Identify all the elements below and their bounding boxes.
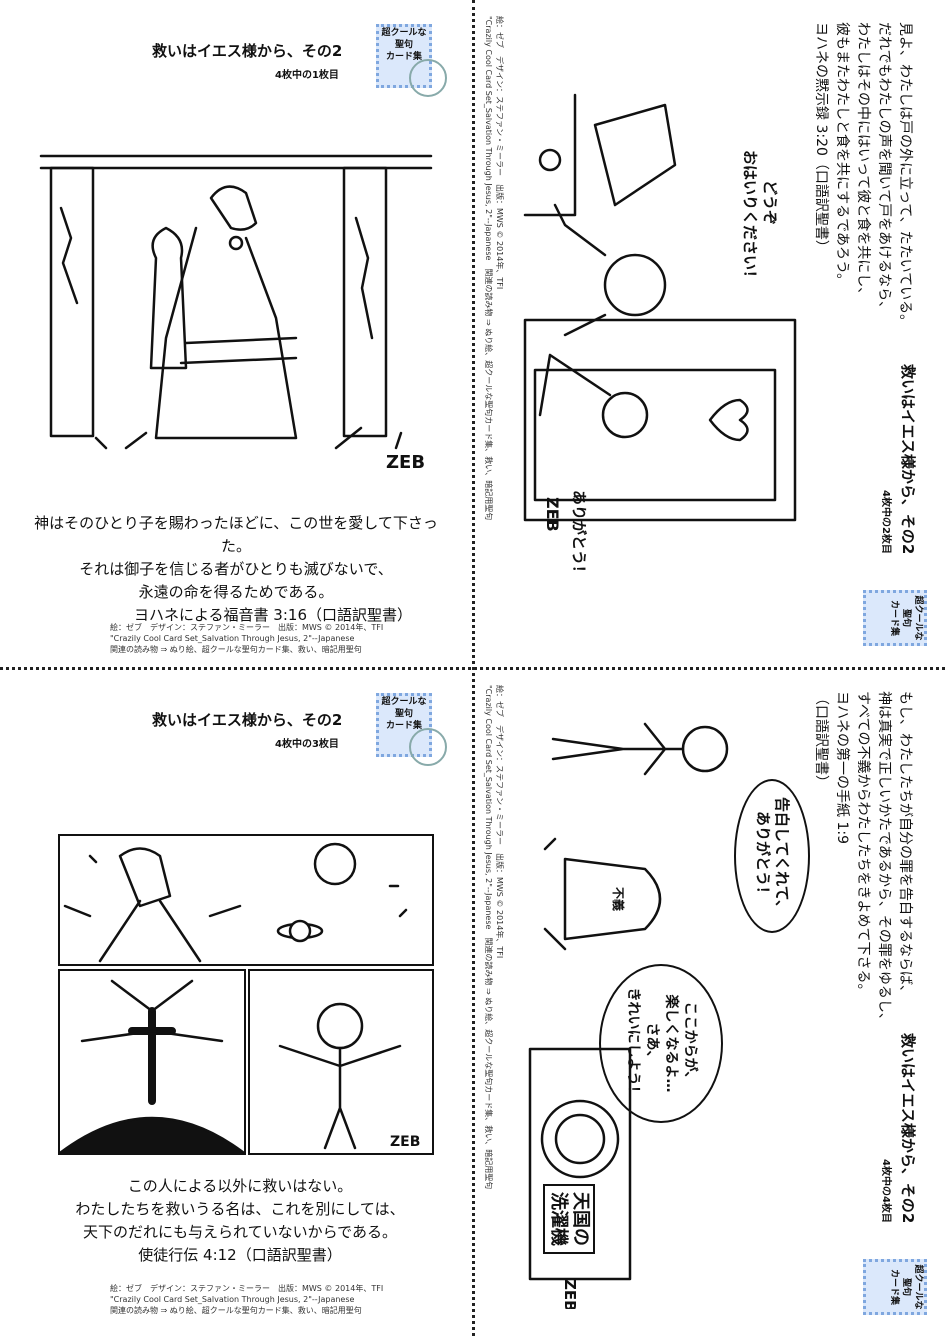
machine-label-line: 天国の <box>570 1192 591 1246</box>
stamp-line: 聖句 <box>901 1277 911 1296</box>
card-subtitle: 4枚中の2枚目 <box>880 490 891 554</box>
verse-line: わたしたちを救いうる名は、これを別にしては、 <box>75 1200 405 1218</box>
credits-line: "Crazily Cool Card Set_Salvation Through… <box>484 16 493 521</box>
stamp-line: 聖句 <box>901 608 911 627</box>
postmark-icon <box>409 728 447 766</box>
speech-line: どうぞ <box>761 180 779 226</box>
card-title: 救いはイエス様から、その2 <box>152 42 343 60</box>
scripture-verse: 神はそのひとり子を賜わったほどに、この世を愛して下さった。 それは御子を信じる者… <box>20 512 452 627</box>
stamp-line: 超クールな <box>381 28 427 38</box>
card-subtitle: 4枚中の4枚目 <box>880 1159 891 1223</box>
credits-line: 絵：ゼブ デザイン：ステファン・ミーラー 出版：MWS © 2014年、TFI <box>110 1284 384 1293</box>
artist-signature: ZEB <box>543 497 562 532</box>
stamp-line: カード集 <box>889 1268 899 1305</box>
speech-please-come-in: どうぞ おはいりください！ <box>740 150 780 285</box>
verse-reference: 使徒行伝 4:12（口語訳聖書） <box>138 1246 342 1264</box>
verse-reference: ヨハネによる福音書 3:16（口語訳聖書） <box>133 606 412 624</box>
card-title: 救いはイエス様から、その2 <box>899 364 917 555</box>
scripture-verse: この人による以外に救いはない。 わたしたちを救いうる名は、これを別にしては、 天… <box>40 1175 440 1267</box>
verse-line: 神は真実で正しいかたであるから、その罪をゆるし、 <box>876 691 892 1027</box>
stamp-badge: 超クールな 聖句 カード集 <box>376 693 447 766</box>
card-2: 救いはイエス様から、その2 4枚中の2枚目 超クールな 聖句 カード集 見よ、わ… <box>473 0 945 667</box>
card-subtitle: 4枚中の3枚目 <box>275 739 339 750</box>
card-4: 救いはイエス様から、その2 4枚中の4枚目 超クールな 聖句 カード集 もし、わ… <box>473 669 945 1336</box>
artist-signature: ZEB <box>390 1134 420 1150</box>
cross-on-hill-icon <box>60 979 244 1153</box>
speech-thank-you: ありがとう！ <box>570 490 588 581</box>
credits: 絵：ゼブ デザイン：ステファン・ミーラー 出版：MWS © 2014年、TFI … <box>110 1283 383 1316</box>
credits-line: 絵：ゼブ デザイン：ステファン・ミーラー 出版：MWS © 2014年、TFI <box>495 16 504 290</box>
credits-line: 絵：ゼブ デザイン：ステファン・ミーラー 出版：MWS © 2014年、TFI <box>110 623 384 632</box>
verse-line: だれでもわたしの声を聞いて戸をあけるなら、 <box>876 22 892 316</box>
credits-line: "Crazily Cool Card Set_Salvation Through… <box>110 1295 355 1304</box>
verse-line: 神はそのひとり子を賜わったほどに、この世を愛して下さった。 <box>34 514 438 555</box>
stamp-badge: 超クールな 聖句 カード集 <box>863 1259 927 1315</box>
credits: 絵：ゼブ デザイン：ステファン・ミーラー 出版：MWS © 2014年、TFI … <box>110 622 383 655</box>
open-door-illustration: ZEB <box>523 93 797 532</box>
heavenly-washing-machine-illustration: ZEB <box>528 722 729 1309</box>
credits-line: 絵：ゼブ デザイン：ステファン・ミーラー 出版：MWS © 2014年、TFI <box>495 685 504 959</box>
verse-line: この人による以外に救いはない。 <box>127 1177 353 1195</box>
comic-panel-top <box>58 834 434 966</box>
comic-panel-cross <box>58 969 246 1155</box>
verse-line: すべての不義からわたしたちをきよめて下さる。 <box>855 691 871 998</box>
washing-machine-label: 天国の 洗濯機 <box>543 1184 595 1254</box>
stamp-line: 超クールな <box>913 1264 923 1310</box>
verse-line: 見よ、わたしは戸の外に立って、たたいている。 <box>897 22 913 329</box>
credits-line: "Crazily Cool Card Set_Salvation Through… <box>110 634 355 643</box>
stamp-line: カード集 <box>385 721 422 731</box>
verse-line: それは御子を信じる者がひとりも滅びないで、 <box>79 560 393 578</box>
card-4-rotated-content: 救いはイエス様から、その2 4枚中の4枚目 超クールな 聖句 カード集 もし、わ… <box>473 669 945 1336</box>
stamp-line: カード集 <box>385 52 422 62</box>
stamp-line: 聖句 <box>394 40 413 50</box>
verse-line: 天下のだれにも与えられていないからである。 <box>83 1223 397 1241</box>
stamp-line: カード集 <box>889 599 899 636</box>
verse-line: もし、わたしたちが自分の罪を告白するならば、 <box>897 691 913 999</box>
scripture-verse: 見よ、わたしは戸の外に立って、たたいている。 だれでもわたしの声を聞いて戸をあけ… <box>810 22 915 352</box>
postmark-icon <box>409 59 447 97</box>
verse-line: 彼もまたわたしと食を共にするであろう。 <box>834 22 850 288</box>
card-2-rotated-content: 救いはイエス様から、その2 4枚中の2枚目 超クールな 聖句 カード集 見よ、わ… <box>473 0 945 667</box>
speech-line: おはいりください！ <box>741 150 759 286</box>
credits-line: 関連の読み物 ⇒ ぬり絵、超クールな聖句カード集、救い、暗記用聖句 <box>110 1306 362 1315</box>
jesus-with-planets-illustration <box>63 842 408 963</box>
comic-panel-joy: ZEB <box>248 969 434 1155</box>
credits-line: "Crazily Cool Card Set_Salvation Through… <box>484 685 493 1190</box>
stamp-line: 超クールな <box>913 595 923 641</box>
scripture-verse: もし、わたしたちが自分の罪を告白するならば、 神は真実で正しいかたであるから、そ… <box>810 691 915 1031</box>
stamp-badge: 超クールな 聖句 カード集 <box>376 24 447 97</box>
card-subtitle: 4枚中の1枚目 <box>275 70 339 81</box>
card-title: 救いはイエス様から、その2 <box>899 1033 917 1224</box>
jesus-and-friend-illustration: ZEB <box>39 154 433 473</box>
verse-line: わたしはその中にはいって彼と食を共にし、 <box>855 22 871 302</box>
joyful-man-illustration: ZEB <box>278 1002 420 1150</box>
artist-signature: ZEB <box>561 1279 579 1309</box>
credits-line: 関連の読み物 ⇒ ぬり絵、超クールな聖句カード集、救い、暗記用聖句 <box>110 645 362 654</box>
balloon-line: 告白してくれて、 <box>773 797 791 915</box>
verse-line: 永遠の命を得るためである。 <box>138 583 334 601</box>
verse-reference-note: （口語訳聖書） <box>813 691 829 789</box>
card-title: 救いはイエス様から、その2 <box>152 711 343 729</box>
stain-label: 不義 <box>611 887 625 912</box>
credits: 絵：ゼブ デザイン：ステファン・ミーラー 出版：MWS © 2014年、TFI … <box>483 16 505 520</box>
card-1: 救いはイエス様から、その2 4枚中の1枚目 超クールな 聖句 カード集 ZEB … <box>0 0 472 667</box>
verse-reference: ヨハネの第一の手紙 1:9 <box>834 691 850 844</box>
horizontal-cut-line <box>0 667 945 670</box>
stamp-badge: 超クールな 聖句 カード集 <box>863 590 927 646</box>
artist-signature: ZEB <box>386 452 425 473</box>
machine-label-line: 洗濯機 <box>548 1192 569 1246</box>
stamp-line: 聖句 <box>394 709 413 719</box>
stamp-line: 超クールな <box>381 697 427 707</box>
credits: 絵：ゼブ デザイン：ステファン・ミーラー 出版：MWS © 2014年、TFI … <box>483 685 505 1189</box>
card-3: 救いはイエス様から、その2 4枚中の3枚目 超クールな 聖句 カード集 ZEB <box>0 669 472 1336</box>
